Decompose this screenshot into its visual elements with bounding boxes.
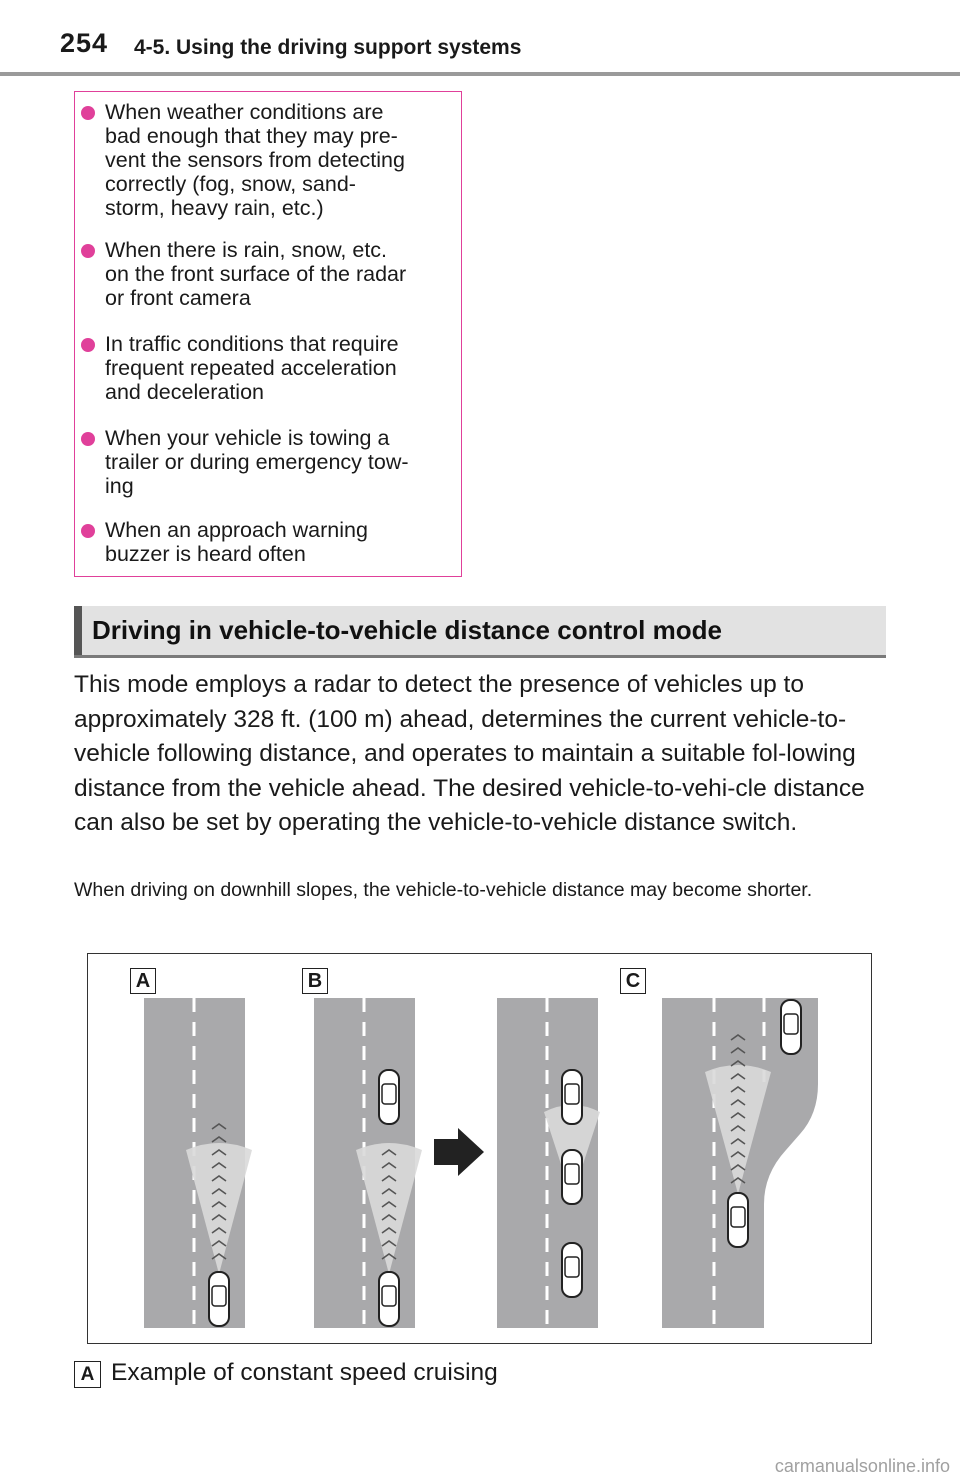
radar-wave [730, 1047, 746, 1054]
radar-wave [730, 1099, 746, 1106]
own-vehicle-cabin [564, 1163, 580, 1185]
section-title: 4-5. Using the driving support systems [134, 36, 522, 59]
radar-wave [211, 1188, 227, 1195]
radar-wave [730, 1073, 746, 1080]
radar-wave [730, 1164, 746, 1171]
own-vehicle-cabin [381, 1285, 397, 1307]
radar-wave [211, 1240, 227, 1247]
condition-text: When there is rain, snow, etc. on the fr… [105, 238, 407, 310]
radar-beam [356, 1143, 422, 1274]
radar-wave [211, 1214, 227, 1221]
section-heading: Driving in vehicle-to-vehicle distance c… [74, 606, 886, 656]
preceding-vehicle-cabin [564, 1083, 580, 1105]
bullet-icon [81, 524, 95, 538]
heading-divider [74, 655, 886, 658]
heading-accent-bar [74, 606, 82, 656]
radar-wave [211, 1227, 227, 1234]
following-vehicle-cabin [564, 1256, 580, 1278]
radar-wave [381, 1162, 397, 1169]
bullet-icon [81, 244, 95, 258]
condition-item: When an approach warning buzzer is heard… [81, 518, 455, 566]
radar-wave [211, 1123, 227, 1130]
condition-text: In traffic conditions that require frequ… [105, 332, 399, 404]
radar-wave [381, 1214, 397, 1221]
bullet-icon [81, 338, 95, 352]
radar-wave [211, 1136, 227, 1143]
radar-wave [730, 1138, 746, 1145]
caption-text: Example of constant speed cruising [111, 1359, 498, 1386]
radar-wave [211, 1175, 227, 1182]
radar-wave [730, 1125, 746, 1132]
body-paragraph: This mode employs a radar to detect the … [74, 671, 865, 836]
radar-wave [211, 1149, 227, 1156]
condition-item: When your vehicle is towing a trailer or… [81, 426, 455, 498]
radar-beam [705, 1065, 771, 1194]
radar-wave [730, 1177, 746, 1184]
condition-item: When weather conditions are bad enough t… [81, 100, 455, 220]
header-divider [0, 72, 960, 76]
radar-wave [381, 1188, 397, 1195]
radar-wave [381, 1253, 397, 1260]
page-number: 254 [60, 28, 109, 58]
figure-label-a: A [130, 968, 156, 994]
conditions-box: When weather conditions are bad enough t… [74, 91, 462, 577]
caption-label: A [74, 1361, 101, 1388]
radar-illustration: A B C [87, 953, 872, 1344]
condition-item: When there is rain, snow, etc. on the fr… [81, 238, 455, 310]
bullet-icon [81, 106, 95, 120]
radar-wave [381, 1149, 397, 1156]
watermark: carmanualsonline.info [774, 1456, 950, 1476]
radar-wave [730, 1112, 746, 1119]
radar-wave [730, 1151, 746, 1158]
radar-wave [730, 1034, 746, 1041]
own-vehicle-cabin [211, 1285, 227, 1307]
merging-vehicle-cabin [783, 1013, 799, 1035]
condition-text: When an approach warning buzzer is heard… [105, 518, 368, 566]
radar-wave [211, 1253, 227, 1260]
condition-text: When weather conditions are bad enough t… [105, 100, 405, 220]
transition-arrow [434, 1128, 484, 1176]
bullet-icon [81, 432, 95, 446]
radar-wave [211, 1162, 227, 1169]
note-paragraph: When driving on downhill slopes, the veh… [74, 879, 813, 901]
figure-label-c: C [620, 968, 646, 994]
radar-wave [381, 1175, 397, 1182]
radar-wave [381, 1227, 397, 1234]
radar-wave [381, 1240, 397, 1247]
radar-wave [211, 1201, 227, 1208]
condition-item: In traffic conditions that require frequ… [81, 332, 455, 404]
condition-text: When your vehicle is towing a trailer or… [105, 426, 409, 498]
radar-beam [186, 1143, 252, 1274]
radar-wave [730, 1086, 746, 1093]
figure-label-b: B [302, 968, 328, 994]
preceding-vehicle-cabin [381, 1083, 397, 1105]
own-vehicle-cabin [730, 1206, 746, 1228]
radar-wave [730, 1060, 746, 1067]
radar-diagram [144, 998, 818, 1328]
section-heading-text: Driving in vehicle-to-vehicle distance c… [92, 615, 722, 645]
radar-wave [381, 1201, 397, 1208]
